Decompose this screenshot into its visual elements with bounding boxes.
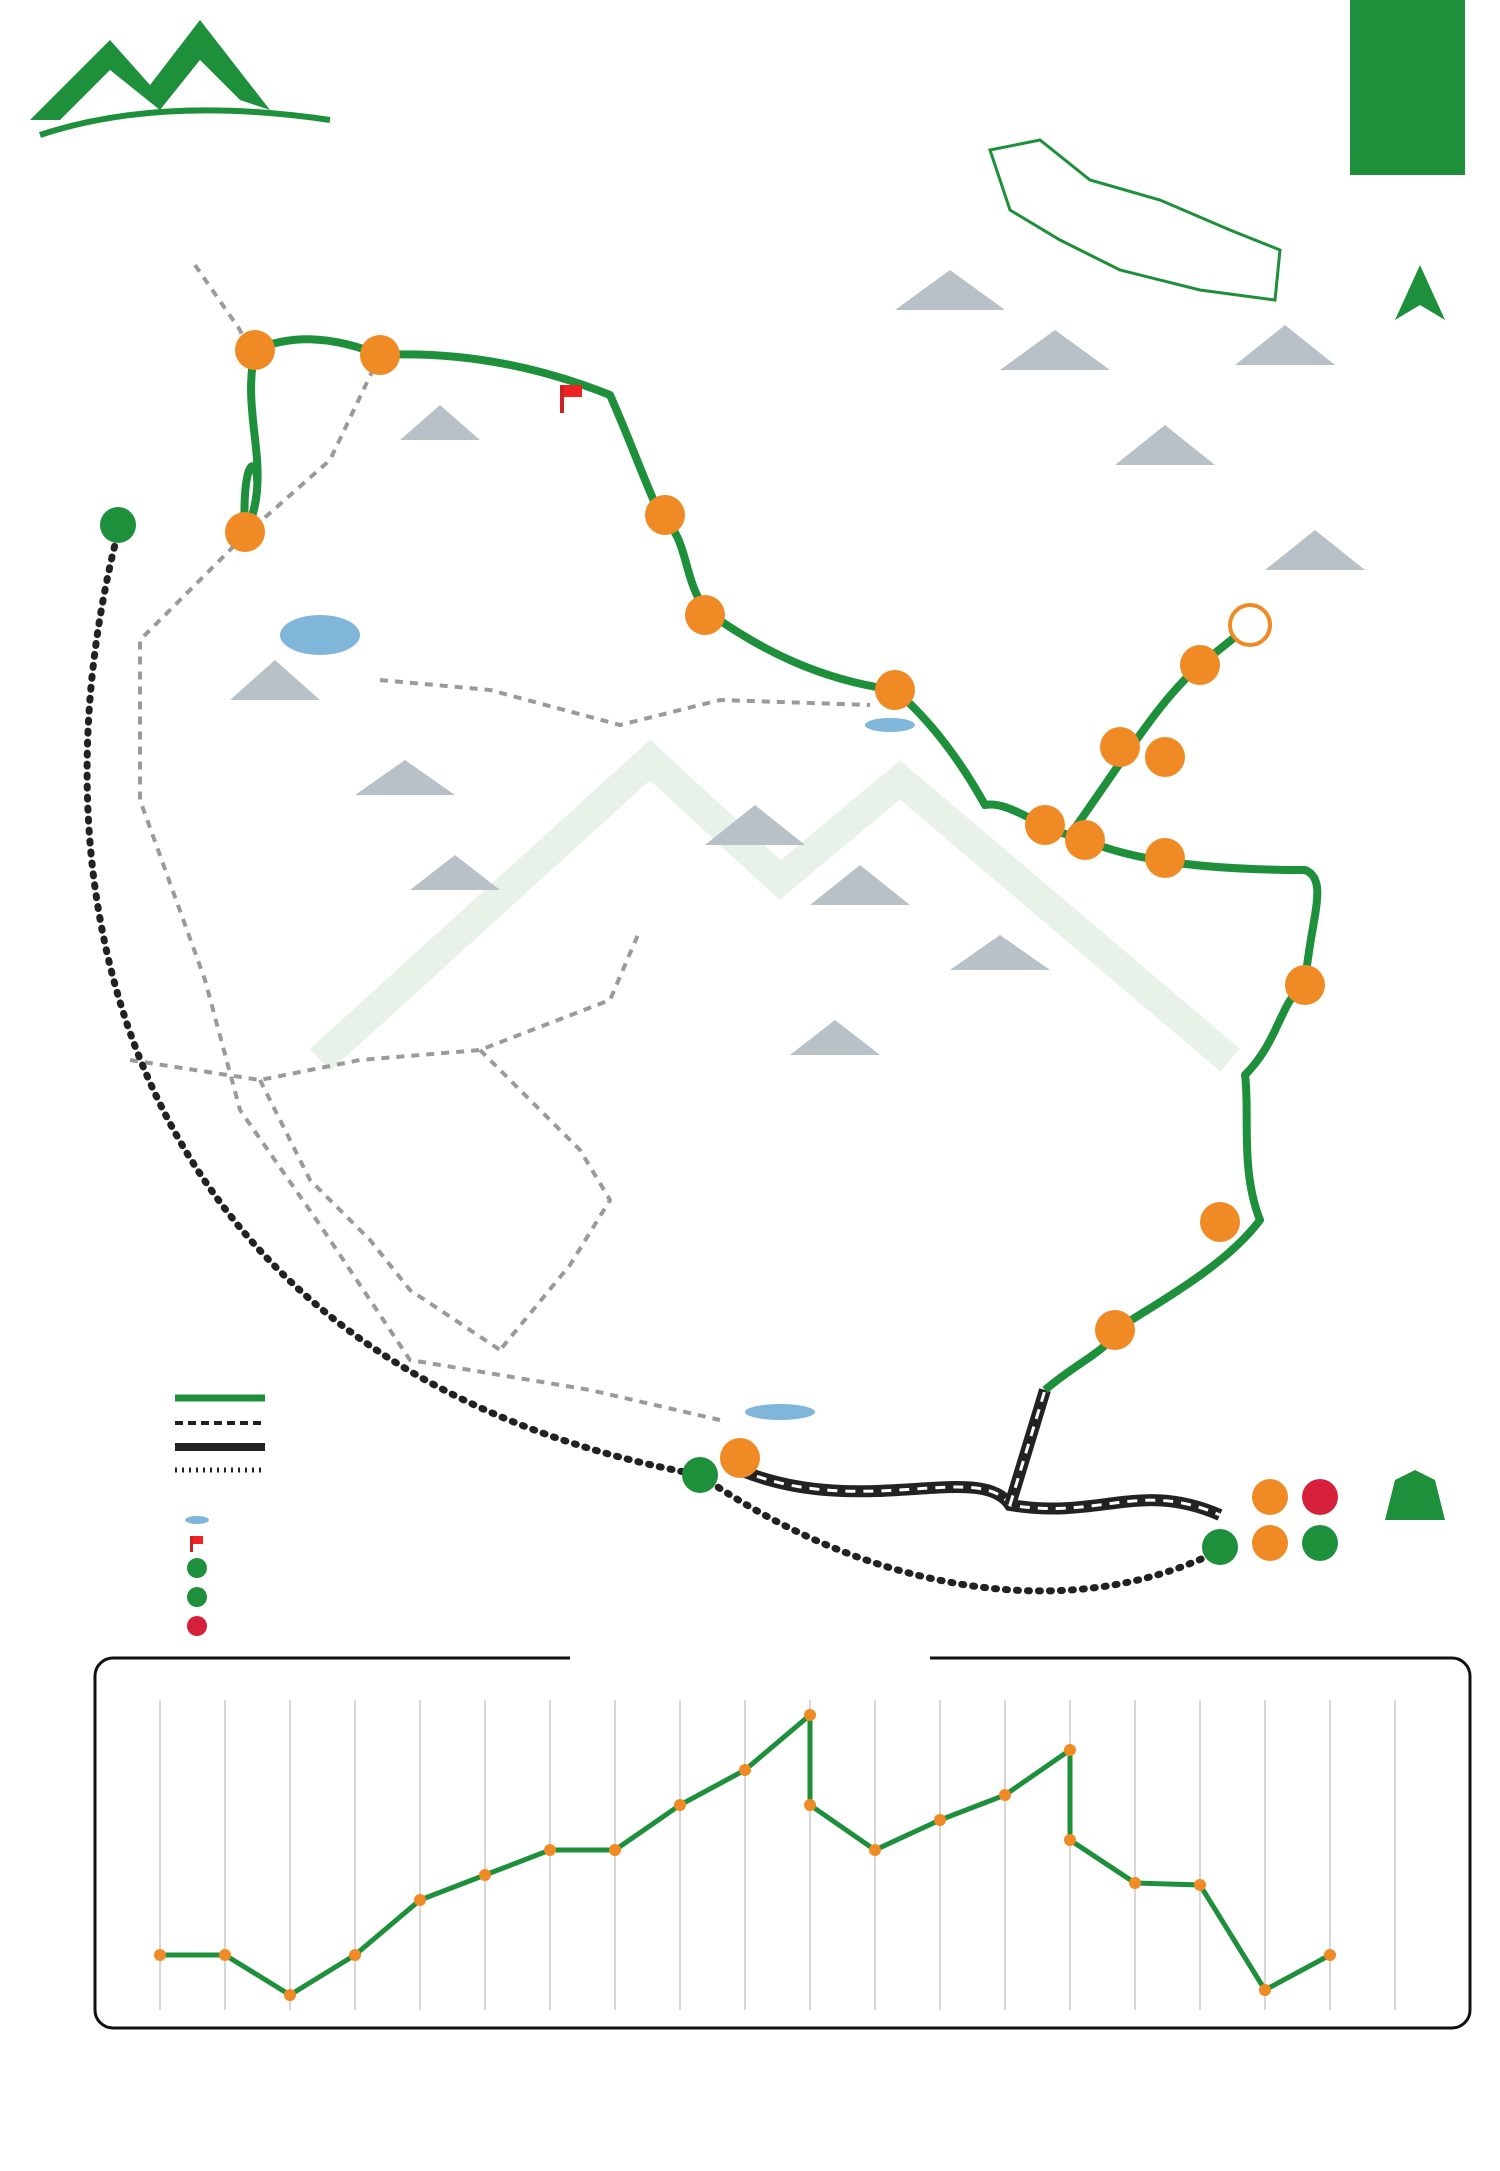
stupa-icon [1385,1470,1445,1520]
flight-route [83,521,1214,1595]
pokhara-airport-icon [682,1457,718,1493]
route-stops [225,330,1338,1561]
elevation-profile-panel [93,1645,1472,2030]
landmarks [100,385,1445,1565]
tilicho-lake-icon [280,615,360,655]
driving-route [737,1388,1223,1521]
pokhara-lake-icon [745,1404,815,1420]
ganapurna-lake-icon [865,718,915,732]
brand-logo [30,20,331,138]
watermark-mountains [309,739,1240,1072]
peak-icons [230,270,1365,1055]
kathmandu-airport-icon [1202,1529,1238,1565]
jomsom-airport-icon [100,507,136,543]
day-badge [1350,0,1465,175]
pass-flag-icon [564,385,582,397]
nepal-inset-map [988,138,1282,302]
legend [175,1394,265,1636]
north-arrow-icon [1395,265,1445,320]
